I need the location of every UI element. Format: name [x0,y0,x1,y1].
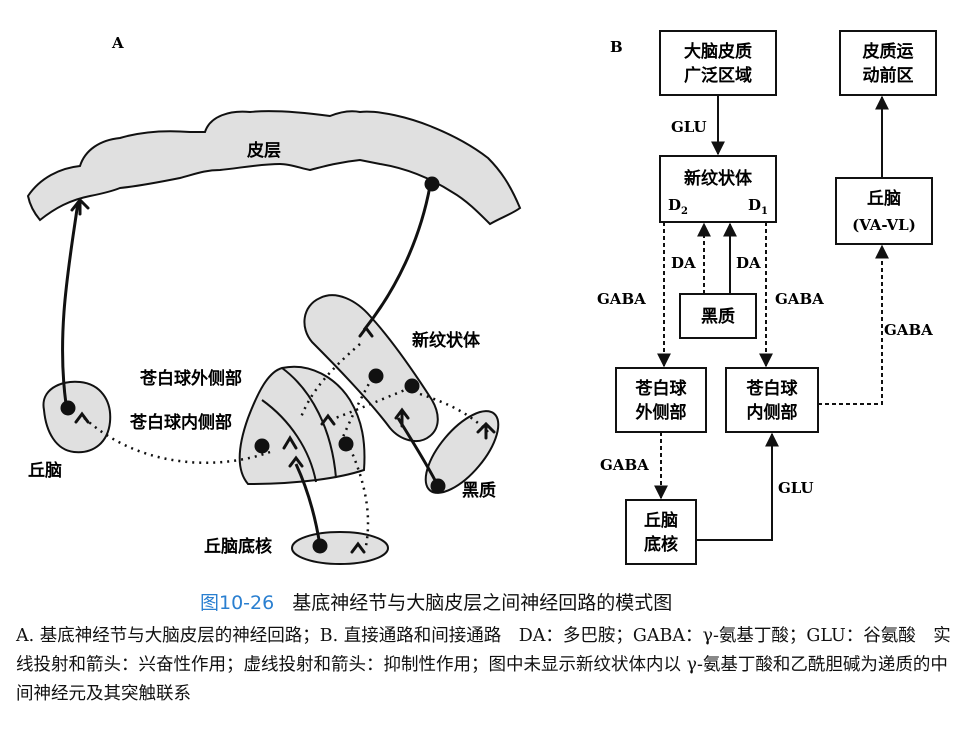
nigra-box [679,293,757,339]
da-left-label: DA [671,254,696,272]
gpi-to-thalamus-arrow [818,244,889,405]
gp-divider-outer [281,367,337,479]
nigra-neuron [430,478,446,494]
stn-to-gpi-arrow [696,432,779,541]
d2-letter: D [668,196,681,214]
subthalamic-region [291,531,389,565]
cortex-box-line2: 广泛区域 [684,65,752,86]
gp-internal-label: 苍白球内侧部 [129,412,232,433]
striatum-box-label: 新纹状体 [684,168,753,189]
gpi-box-line2: 内侧部 [747,402,798,423]
gpi-neuron [254,438,270,454]
cortex-neuron [424,176,440,192]
gp-external-label: 苍白球外侧部 [139,368,242,389]
gpe-box [615,367,707,433]
neostriatum-region [303,294,439,443]
subthalamic-label: 丘脑底核 [204,536,272,557]
cortex-label: 皮层 [247,140,281,161]
cortex-band [26,110,522,226]
thalamus-label: 丘脑 [28,460,62,481]
d2-subscript: 2 [681,206,688,217]
panel-a-label: A [111,34,124,52]
striatum-neuron-1 [368,368,384,384]
d1-letter: D [748,196,761,214]
neostriatum-label: 新纹状体 [412,330,481,351]
gpe-neuron [338,436,354,452]
nigra-terminal [476,421,496,440]
thalamus-region [42,380,112,454]
striatum-neuron-2 [404,378,420,394]
panel-a: A 皮层 新纹状体 苍白球外侧部 苍白球内侧部 丘脑 黑质 丘脑底核 [26,34,522,565]
gpi-thalamus-path [81,415,271,464]
stn-terminal [350,541,366,554]
gpe-stn-path [348,447,370,547]
glu-top-label: GLU [671,118,707,136]
panel-b-label: B [610,38,623,56]
thalamus-terminal [74,411,90,424]
gpi-box [725,367,819,433]
stn-box-line1: 丘脑 [644,510,678,531]
striatum-box [659,155,777,223]
cortico-striatal-path [362,185,432,331]
cortex-terminal [70,197,90,216]
d1-subscript: 1 [761,206,768,217]
premotor-box-line1: 皮质运 [863,41,914,62]
gpe-box-line2: 外侧部 [636,402,687,423]
striatum-nigra-terminal [394,407,410,428]
gpi-terminal-b [320,413,336,426]
thalamus-box-line1: 丘脑 [867,188,901,209]
panel-b: B 大脑皮质 广泛区域 皮质运 动前区 新纹状体 D2 D1 丘脑 (VA-VL… [597,30,937,565]
stn-box [625,499,697,565]
thalamus-box [835,177,933,245]
glu-low-label: GLU [778,479,814,497]
gpe-gpi-path [338,377,374,445]
figure-number: 图10-26 [200,592,275,614]
nigra-box-label: 黑质 [701,307,735,327]
gaba-right-label: GABA [884,321,933,339]
gaba-mid-label: GABA [775,290,824,308]
gpi-terminal-a [282,435,298,450]
gpe-box-line1: 苍白球 [635,378,688,399]
stn-neuron [312,538,328,554]
premotor-box-line2: 动前区 [863,65,914,86]
da-right-label: DA [736,254,761,272]
cortex-box [659,30,777,96]
thalamo-cortical-path [61,201,80,405]
cortex-box-line1: 大脑皮质 [684,41,752,62]
figure-title: 基底神经节与大脑皮层之间神经回路的模式图 [292,592,673,614]
premotor-box [839,30,937,96]
gp-stn-terminal [288,455,304,468]
stn-gp-path [294,463,322,547]
substantia-nigra-label: 黑质 [462,481,496,501]
striatum-terminal [358,325,374,338]
thalamus-neuron [60,400,76,416]
figure-caption-body: A. 基底神经节与大脑皮层的神经回路；B. 直接通路和间接通路 DA：多巴胺；G… [16,626,951,704]
d1-label: D1 [748,196,768,217]
figure-caption-title: 图10-26 基底神经节与大脑皮层之间神经回路的模式图 [200,588,672,615]
gp-divider-inner [261,399,317,483]
gaba-low-label: GABA [600,456,649,474]
thalamus-box-line2: (VA-VL) [852,216,916,234]
striato-gpi-path [329,386,411,422]
gaba-left-label: GABA [597,290,646,308]
gpi-box-line1: 苍白球 [746,378,799,399]
stn-box-line2: 底核 [644,534,678,555]
d2-label: D2 [668,196,688,217]
neural-circuit-figure: A 皮层 新纹状体 苍白球外侧部 苍白球内侧部 丘脑 黑质 丘脑底核 [26,30,937,565]
